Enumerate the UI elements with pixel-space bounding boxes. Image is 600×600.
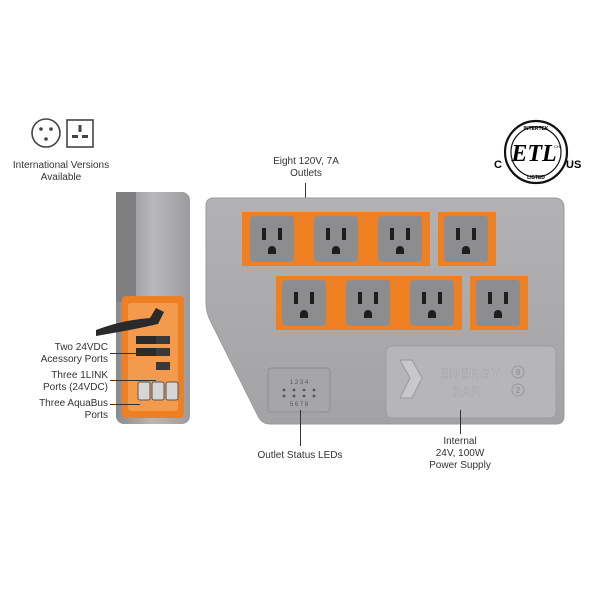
etl-listed-mark: INTERTEK LISTED ETL CH C US — [494, 119, 581, 185]
brand-name-line1: ENERGY — [440, 366, 501, 381]
outlet-1 — [250, 216, 294, 262]
psu-leader-line — [460, 410, 461, 434]
international-label-line1: International Versions — [12, 160, 110, 171]
psu-callout-line3: Power Supply — [429, 460, 491, 471]
outlet-3 — [378, 216, 422, 262]
status-leds — [282, 388, 316, 398]
international-label: International Versions Available — [6, 160, 116, 184]
aquabus-callout-line1: Three AquaBus — [39, 398, 108, 409]
accessory-callout-line2: Acessory Ports — [40, 354, 108, 365]
device-side-view — [96, 192, 190, 424]
onelink-leader-line — [110, 380, 156, 381]
accessory-callout: Two 24VDC Acessory Ports — [6, 342, 108, 366]
uk-plug-icon — [66, 119, 94, 148]
side-fins — [116, 192, 136, 302]
accessory-callout-line1: Two 24VDC — [54, 342, 108, 353]
onelink-port-3 — [156, 362, 170, 370]
etl-right-text: US — [566, 159, 581, 171]
accessory-port-2 — [136, 348, 158, 356]
accessory-port-1 — [136, 336, 158, 344]
brand-number-top: 8 — [516, 368, 521, 377]
outlet-8 — [476, 280, 520, 326]
brand-panel — [385, 345, 557, 419]
power-cord — [96, 308, 164, 336]
led-panel — [267, 367, 331, 413]
aquabus-port-3 — [165, 381, 179, 401]
leds-leader-line — [300, 410, 301, 446]
aquabus-callout: Three AquaBus Ports — [6, 398, 108, 422]
psu-callout: Internal 24V, 100W Power Supply — [410, 436, 510, 472]
aquabus-port-2 — [151, 381, 165, 401]
aquabus-leader-line — [110, 404, 140, 405]
international-label-line2: Available — [40, 172, 82, 183]
brand-name-line2: BAR — [452, 384, 482, 399]
onelink-callout-line2: Ports (24VDC) — [42, 382, 108, 393]
leds-callout: Outlet Status LEDs — [257, 450, 343, 461]
onelink-callout-line1: Three 1LINK — [51, 370, 108, 381]
etl-inner-small-text: CH — [554, 144, 560, 149]
brand-number-bottom: 2 — [516, 386, 521, 395]
outlets-callout-line1: Eight 120V, 7A — [273, 156, 339, 167]
outlet-5 — [282, 280, 326, 326]
outlets-callout-line2: Outlets — [290, 168, 322, 179]
brand-badge-bottom — [511, 383, 525, 397]
aquabus-port-1 — [137, 381, 151, 401]
outlet-4 — [444, 216, 488, 262]
outlet-6 — [346, 280, 390, 326]
onelink-callout: Three 1LINK Ports (24VDC) — [6, 370, 108, 394]
psu-callout-line2: 24V, 100W — [435, 448, 485, 459]
etl-bottom-text: LISTED — [527, 175, 545, 181]
device-front-view: 1 2 3 4 5 6 7 8 ENERGY BAR 8 2 — [205, 197, 565, 425]
onelink-port-1 — [156, 336, 170, 344]
brand-badge-top — [511, 365, 525, 379]
etl-top-text: INTERTEK — [524, 126, 549, 132]
etl-mark-text: ETL — [510, 141, 556, 167]
outlet-2 — [314, 216, 358, 262]
aquabus-callout-line2: Ports — [84, 410, 108, 421]
brand-logo-icon — [399, 359, 423, 399]
onelink-port-2 — [156, 348, 170, 356]
outlets-callout: Eight 120V, 7A Outlets — [256, 156, 356, 180]
led-top-numbers: 1 2 3 4 — [290, 380, 309, 386]
international-plug-icons — [31, 118, 94, 148]
accessory-leader-line — [110, 353, 146, 354]
psu-callout-line1: Internal — [443, 436, 477, 447]
outlet-7 — [410, 280, 454, 326]
round-plug-icon — [31, 118, 61, 148]
led-bottom-numbers: 5 6 7 8 — [290, 402, 309, 408]
etl-left-text: C — [494, 159, 502, 171]
